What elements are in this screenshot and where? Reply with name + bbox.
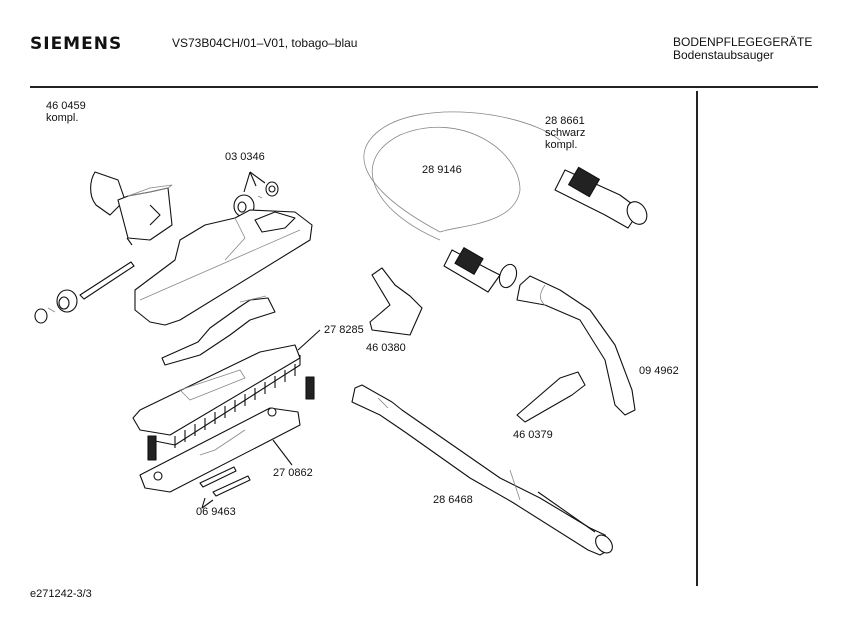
part-wheel-left[interactable] [34,289,78,324]
part-note: kompl. [46,112,79,124]
header-divider [30,86,818,88]
model-title: VS73B04CH/01–V01, tobago–blau [172,36,358,50]
part-label-460379: 46 0379 [513,429,553,441]
leader-270862 [272,439,293,466]
part-label-278285: 27 8285 [324,324,364,336]
part-label-286468: 28 6468 [433,494,473,506]
part-spring-right[interactable] [305,376,315,400]
category-block: BODENPFLEGEGERÄTE Bodenstaubsauger [673,36,812,62]
leader-278285 [297,329,321,351]
subcategory-title: Bodenstaubsauger [673,48,774,62]
part-axle-pin[interactable] [79,261,135,300]
part-floor-nozzle[interactable] [134,209,313,326]
part-label-289146: 28 9146 [422,164,462,176]
part-label-460380: 46 0380 [366,342,406,354]
part-bottom-plate[interactable] [139,407,301,493]
category-title: BODENPFLEGEGERÄTE [673,35,813,49]
part-spring-left[interactable] [147,435,157,461]
part-label-288661: 28 8661 schwarz kompl. [545,115,585,151]
part-label-094962: 09 4962 [639,365,679,377]
part-number: 46 0459 [46,100,86,112]
part-telescopic-tube[interactable] [351,384,616,556]
part-felt-strips[interactable] [199,466,251,509]
part-number: 28 8661 [545,115,585,127]
part-hose-connector[interactable] [443,166,651,293]
part-label-069463: 06 9463 [196,506,236,518]
document-id: e271242-3/3 [30,588,92,600]
part-label-030346: 03 0346 [225,151,265,163]
part-label-270862: 27 0862 [273,467,313,479]
part-upholstery-nozzle[interactable] [369,267,423,336]
side-divider [696,91,698,586]
part-brush-plate[interactable] [132,344,301,448]
part-crevice-tool[interactable] [516,371,586,423]
part-bent-handle[interactable] [516,275,636,416]
part-hose[interactable] [363,111,561,241]
part-nozzle-connector[interactable] [90,171,173,246]
part-slider[interactable] [161,295,276,366]
part-note: kompl. [545,139,578,151]
part-label-460459: 46 0459 kompl. [46,100,86,124]
brand-logo: SIEMENS [30,34,123,54]
part-note: schwarz [545,127,586,139]
